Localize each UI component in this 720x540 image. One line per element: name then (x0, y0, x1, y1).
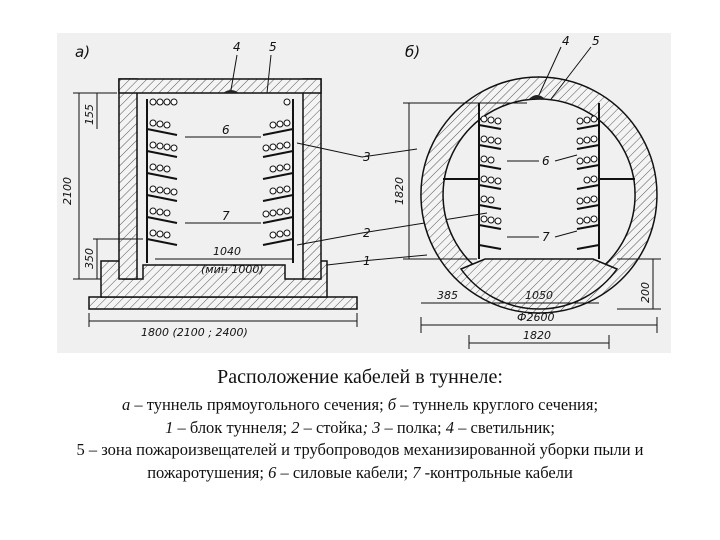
caption-text-7: -контрольные кабели (420, 462, 573, 482)
rect-lamp-icon (223, 90, 239, 93)
rect-dim-passage-min: (мин 1000) (201, 263, 264, 276)
caption-key-4: 4 (445, 417, 454, 437)
caption-text-2: – стойка (299, 417, 363, 437)
round-callout-6: 6 (542, 154, 550, 168)
caption-key-a: а (121, 395, 131, 414)
caption-key-2: 2 (291, 417, 300, 437)
round-tunnel: б) (393, 34, 661, 349)
caption-title: Расположение кабелей в туннеле: (217, 366, 503, 388)
rect-dimension-lines (73, 92, 358, 327)
callout-1: 1 (363, 254, 371, 268)
round-callout-4: 4 (562, 34, 570, 48)
caption-text-4: – светильник; (454, 417, 555, 437)
drawing-panel: а) (57, 33, 671, 353)
figure-caption: Расположение кабелей в туннеле: а – тунн… (20, 364, 700, 484)
rect-dim-height: 2100 (61, 177, 74, 205)
rect-dim-passage: 1040 (213, 245, 241, 258)
round-dim-offset: 385 (437, 289, 458, 302)
caption-key-7: 7 (412, 462, 421, 482)
rect-right-shelves (262, 98, 294, 246)
round-dim-passage: 1050 (525, 289, 553, 302)
rect-left-shelves (146, 98, 178, 246)
round-dimension-lines (403, 102, 661, 349)
rect-callout-lines (185, 54, 272, 224)
rect-base-slab (88, 296, 358, 310)
caption-key-b: б (387, 395, 397, 414)
round-lamp-icon (529, 95, 545, 99)
tunnel-drawing: а) (61, 34, 661, 349)
caption-key-1: 1 (165, 417, 174, 437)
round-dim-overall: 1820 (523, 329, 551, 342)
rect-dim-width: 1800 (2100 ; 2400) (141, 326, 248, 339)
round-callout-7: 7 (542, 230, 550, 244)
rect-left-wall (118, 78, 138, 280)
rect-callout-5: 5 (269, 40, 277, 54)
rect-dim-bottom: 350 (83, 248, 96, 269)
round-shelves (478, 124, 600, 250)
caption-key-6: 6 (268, 462, 277, 482)
round-callout-lines (507, 46, 592, 238)
rect-roof (118, 78, 322, 94)
rect-right-wall (302, 78, 322, 280)
caption-text-1: – блок туннеля; (173, 417, 292, 437)
rect-tunnel: а) (61, 40, 358, 339)
round-dim-diameter: Ф2600 (517, 311, 554, 324)
caption-text-3: – полка; (380, 417, 446, 437)
caption-key-3: ; 3 (362, 417, 381, 437)
round-tunnel-label: б) (405, 43, 420, 61)
caption-text-6: – силовые кабели; (276, 462, 413, 482)
caption-body: а – туннель прямоугольного сечения; б – … (20, 394, 700, 484)
caption-text-b: – туннель круглого сечения; (396, 395, 599, 414)
rect-callout-7: 7 (222, 209, 230, 223)
round-floor (459, 258, 619, 310)
caption-text-a: – туннель прямоугольного сечения; (130, 395, 388, 414)
round-dim-height: 1820 (393, 177, 406, 205)
rect-callout-4: 4 (233, 40, 241, 54)
rect-tunnel-label: а) (75, 43, 90, 61)
round-callout-5: 5 (592, 34, 600, 48)
caption-text-5: 5 – зона пожароизвещателей и трубопровод… (76, 440, 644, 482)
rect-callout-6: 6 (222, 123, 230, 137)
callout-3: 3 (363, 150, 371, 164)
rect-dim-top: 155 (83, 104, 96, 125)
round-dim-base: 200 (639, 282, 652, 303)
callout-2: 2 (363, 226, 371, 240)
round-cables (480, 115, 598, 225)
